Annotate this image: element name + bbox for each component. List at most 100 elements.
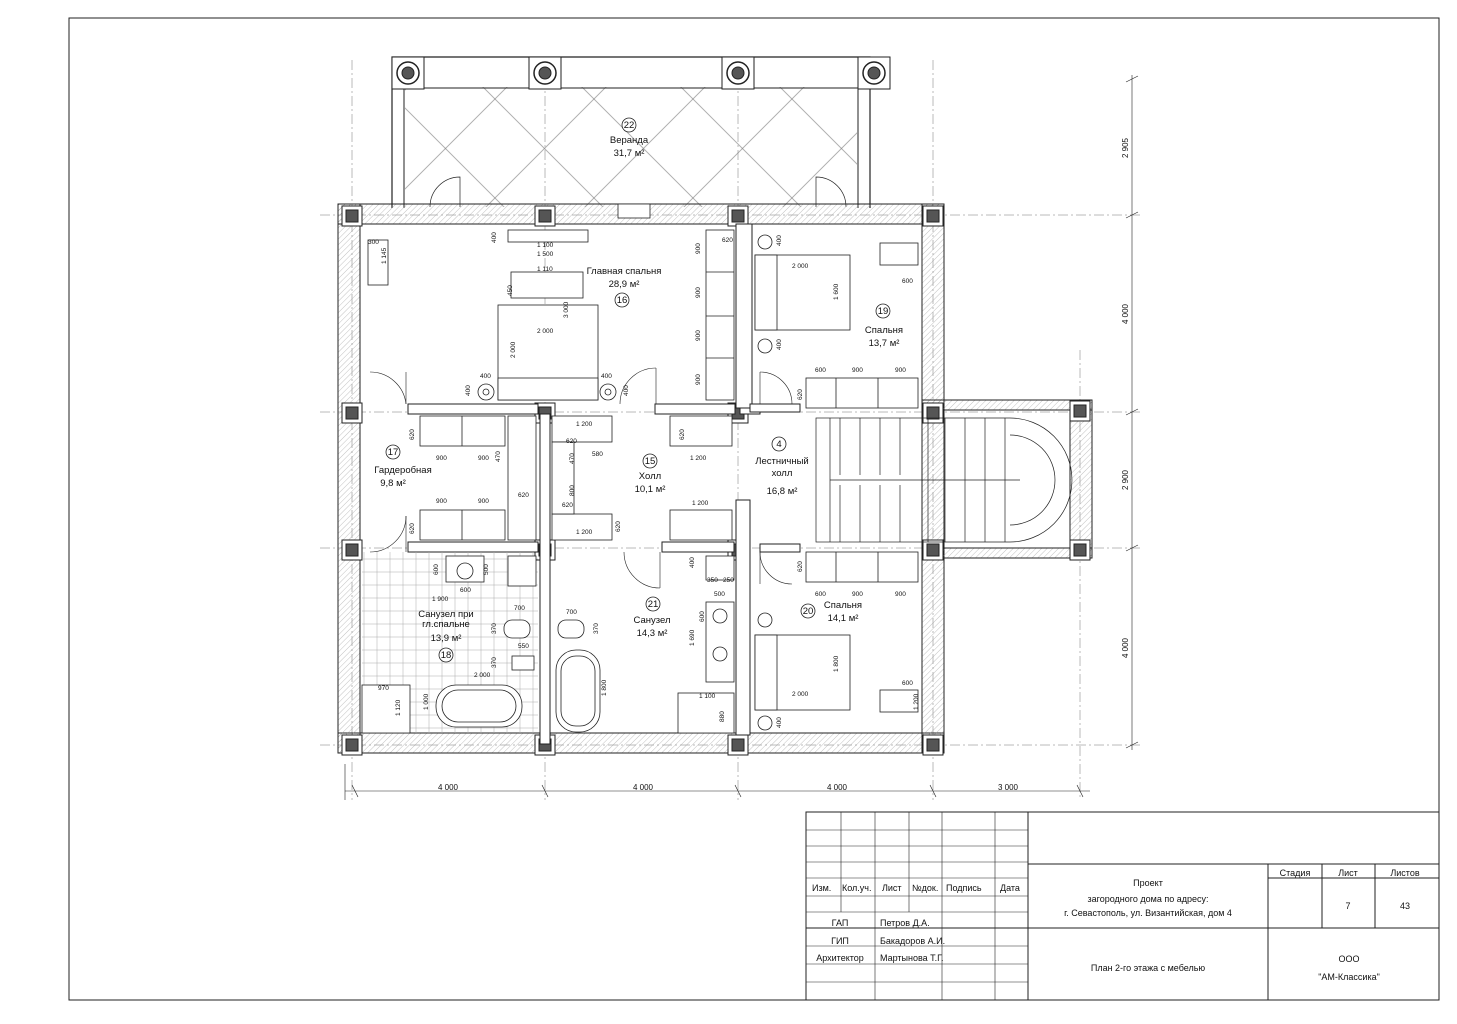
dim-label: 600 xyxy=(815,591,826,598)
dim-label: 400 xyxy=(601,373,612,380)
dim-label: 900 xyxy=(695,330,702,341)
outer-walls xyxy=(337,203,1093,754)
room-15-name: Холл xyxy=(639,471,661,482)
sheet-value: 7 xyxy=(1345,901,1350,911)
sheet-label: Лист xyxy=(1338,868,1358,878)
room-21-name: Санузел xyxy=(633,615,670,626)
dim-label: 400 xyxy=(776,339,783,350)
col-header-signature: Подпись xyxy=(946,883,982,893)
dim-label: 250 xyxy=(723,577,734,584)
dim-label: 1 600 xyxy=(833,283,840,300)
dim-label: 400 xyxy=(480,373,491,380)
dim-label: 1 200 xyxy=(692,500,709,507)
title-block-text: Изм. Кол.уч. Лист №док. Подпись Дата ГАП… xyxy=(812,868,1420,982)
room-4-area: 16,8 м² xyxy=(767,486,798,497)
dim-label: 1 120 xyxy=(395,699,402,716)
room-22-number: 22 xyxy=(624,120,635,131)
doors xyxy=(369,367,793,589)
dim-bottom-1: 4 000 xyxy=(438,783,459,792)
room-20-area: 14,1 м² xyxy=(828,613,859,624)
room-4-name2: холл xyxy=(772,468,793,479)
col-header-list: Лист xyxy=(882,883,902,893)
interior-walls xyxy=(407,223,801,745)
dim-label: 400 xyxy=(491,232,498,243)
right-dimension-chain xyxy=(1125,75,1139,750)
room-21-number: 21 xyxy=(648,599,659,610)
project-line-2: загородного дома по адресу: xyxy=(1088,894,1209,904)
dim-label: 1 100 xyxy=(537,242,554,249)
interior-dimensions: 1 100 1 500 1 110 400 450 3 000 2 000 2 … xyxy=(368,232,920,728)
room-18-number: 18 xyxy=(441,650,452,661)
dim-label: 620 xyxy=(615,521,622,532)
room-number-circles xyxy=(385,117,891,663)
room-22-area: 31,7 м² xyxy=(614,148,645,159)
dim-label: 900 xyxy=(852,367,863,374)
dim-right-1: 2 905 xyxy=(1121,137,1130,158)
dim-label: 400 xyxy=(776,235,783,246)
dim-label: 1 145 xyxy=(381,247,388,264)
dim-label: 900 xyxy=(478,455,489,462)
dim-label: 1 800 xyxy=(833,655,840,672)
furniture xyxy=(361,203,919,734)
bottom-dimension-chain xyxy=(344,764,1090,800)
room-16-name: Главная спальня xyxy=(587,266,662,277)
dim-label: 600 xyxy=(460,587,471,594)
dim-label: 620 xyxy=(518,492,529,499)
dim-label: 400 xyxy=(623,385,630,396)
dim-label: 2 000 xyxy=(792,691,809,698)
dim-label: 900 xyxy=(695,287,702,298)
dim-right-4: 4 000 xyxy=(1121,637,1130,658)
dim-label: 400 xyxy=(465,385,472,396)
dim-label: 580 xyxy=(592,451,603,458)
dim-label: 600 xyxy=(902,278,913,285)
dim-label: 370 xyxy=(491,657,498,668)
dim-label: 1 200 xyxy=(576,421,593,428)
room-20-name: Спальня xyxy=(824,600,862,611)
room-21-area: 14,3 м² xyxy=(637,628,668,639)
sheet-frame xyxy=(68,17,1440,1001)
dim-label: 600 xyxy=(433,564,440,575)
dim-label: 2 000 xyxy=(510,341,517,358)
dim-label: 1 110 xyxy=(537,266,553,273)
role-gip: ГИП xyxy=(831,936,849,946)
dim-label: 880 xyxy=(719,711,726,722)
dim-label: 350 xyxy=(707,577,718,584)
room-18-name2: гл.спальне xyxy=(422,619,470,630)
name-architect: Мартынова Т.Г. xyxy=(880,953,943,963)
sheets-label: Листов xyxy=(1390,868,1419,878)
role-gap: ГАП xyxy=(832,918,849,928)
dim-label: 900 xyxy=(478,498,489,505)
room-4-name: Лестничный xyxy=(755,456,809,467)
dim-label: 900 xyxy=(695,374,702,385)
dim-label: 1 200 xyxy=(690,455,707,462)
sheet-title: План 2-го этажа с мебелью xyxy=(1091,963,1206,973)
dim-label: 1 500 xyxy=(537,251,554,258)
dim-label: 370 xyxy=(593,623,600,634)
dim-label: 2 000 xyxy=(537,328,554,335)
project-line-1: Проект xyxy=(1133,878,1163,888)
dim-label: 620 xyxy=(566,438,577,445)
veranda xyxy=(391,56,891,208)
company-line-2: "АМ-Классика" xyxy=(1318,972,1380,982)
dim-label: 1 200 xyxy=(576,529,593,536)
room-18-area: 13,9 м² xyxy=(431,633,462,644)
project-line-3: г. Севастополь, ул. Византийская, дом 4 xyxy=(1064,908,1232,918)
dim-label: 2 000 xyxy=(474,672,491,679)
dim-label: 450 xyxy=(507,285,514,296)
title-block xyxy=(805,811,1440,1001)
room-17-number: 17 xyxy=(388,447,399,458)
col-header-doc: №док. xyxy=(912,883,938,893)
room-15-number: 15 xyxy=(645,456,656,467)
dim-label: 620 xyxy=(722,237,733,244)
dim-label: 550 xyxy=(518,643,529,650)
dim-label: 470 xyxy=(569,453,576,464)
col-header-izm: Изм. xyxy=(812,883,831,893)
dim-label: 300 xyxy=(368,239,379,246)
name-gip: Бакадоров А.И. xyxy=(880,936,945,946)
dim-bottom-4: 3 000 xyxy=(998,783,1019,792)
role-architect: Архитектор xyxy=(816,953,864,963)
dim-label: 1 000 xyxy=(423,693,430,710)
dim-label: 900 xyxy=(436,455,447,462)
room-19-area: 13,7 м² xyxy=(869,338,900,349)
